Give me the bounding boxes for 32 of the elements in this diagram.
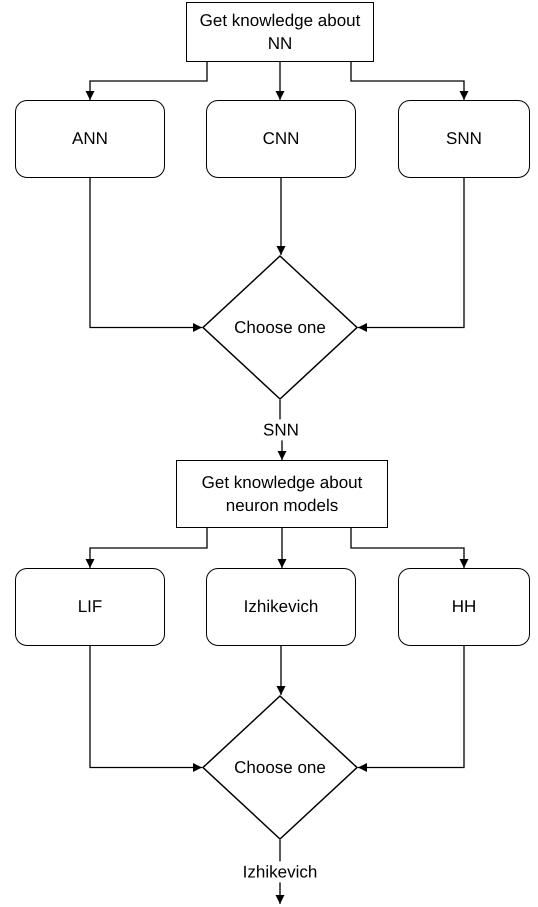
arrow <box>350 528 468 568</box>
process-box <box>15 100 165 178</box>
node-text: HH <box>450 596 478 618</box>
arrow <box>89 646 202 772</box>
process-box <box>186 2 374 62</box>
node-text: ANN <box>71 128 109 150</box>
arrow <box>276 62 284 100</box>
decision-diamond <box>202 695 358 840</box>
node-text: Izhikevich <box>242 596 320 618</box>
arrow <box>358 646 465 772</box>
arrow <box>358 178 465 332</box>
arrow <box>86 62 208 100</box>
process-box <box>206 568 356 646</box>
node-text: Choose one <box>233 756 327 779</box>
node-text: Get knowledge about NN <box>198 10 362 55</box>
node-text: SNN <box>445 128 483 150</box>
process-box <box>15 568 165 646</box>
arrow <box>350 62 468 100</box>
process-box <box>176 460 388 528</box>
arrow <box>89 178 202 332</box>
node-text: Choose one <box>233 316 327 339</box>
node-text: Get knowledge about neuron models <box>200 472 364 517</box>
node-text: CNN <box>262 128 300 150</box>
process-box <box>398 568 530 646</box>
arrow <box>278 528 286 568</box>
process-box <box>398 100 530 178</box>
arrow <box>86 528 208 568</box>
process-box <box>206 100 356 178</box>
node-text: LIF <box>76 596 104 618</box>
decision-diamond <box>202 255 358 400</box>
arrow <box>276 646 286 695</box>
arrow <box>276 178 286 255</box>
